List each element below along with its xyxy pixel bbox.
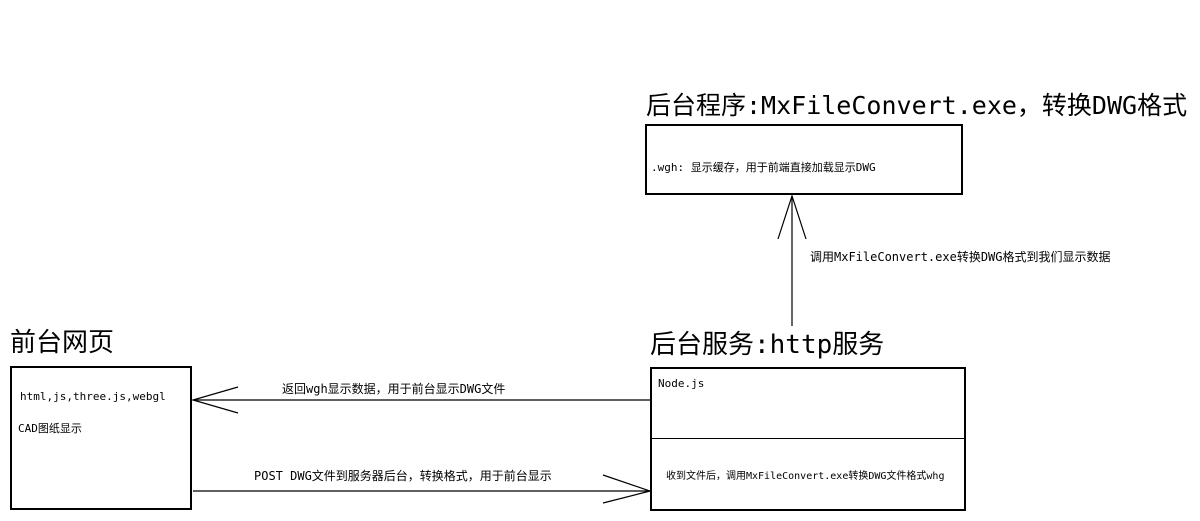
- return-arrowhead: [190, 386, 239, 414]
- service-process-text: 收到文件后，调用MxFileConvert.exe转换DWG文件格式whg: [666, 471, 945, 482]
- post-arrowhead: [602, 474, 653, 504]
- post-arrow-label: POST DWG文件到服务器后台，转换格式，用于前台显示: [254, 469, 552, 483]
- backend-service-box: Node.js 收到文件后，调用MxFileConvert.exe转换DWG文件…: [650, 367, 966, 511]
- call-arrow-label: 调用MxFileConvert.exe转换DWG格式到我们显示数据: [810, 250, 1111, 264]
- frontend-title: 前台网页: [10, 328, 115, 358]
- return-arrow-label: 返回wgh显示数据，用于前台显示DWG文件: [282, 382, 506, 396]
- call-arrowhead: [777, 194, 807, 240]
- backend-program-box: .wgh: 显示缓存，用于前端直接加载显示DWG: [645, 124, 963, 195]
- frontend-box: html,js,three.js,webgl CAD图纸显示: [10, 366, 192, 510]
- service-divider: [652, 438, 964, 439]
- backend-program-title: 后台程序:MxFileConvert.exe，转换DWG格式: [646, 91, 1188, 120]
- backend-service-title: 后台服务:http服务: [650, 330, 885, 360]
- wgh-note: .wgh: 显示缓存，用于前端直接加载显示DWG: [651, 161, 876, 174]
- frontend-tech-text: html,js,three.js,webgl: [20, 390, 166, 403]
- cad-display-text: CAD图纸显示: [18, 422, 82, 435]
- node-js-text: Node.js: [658, 377, 705, 390]
